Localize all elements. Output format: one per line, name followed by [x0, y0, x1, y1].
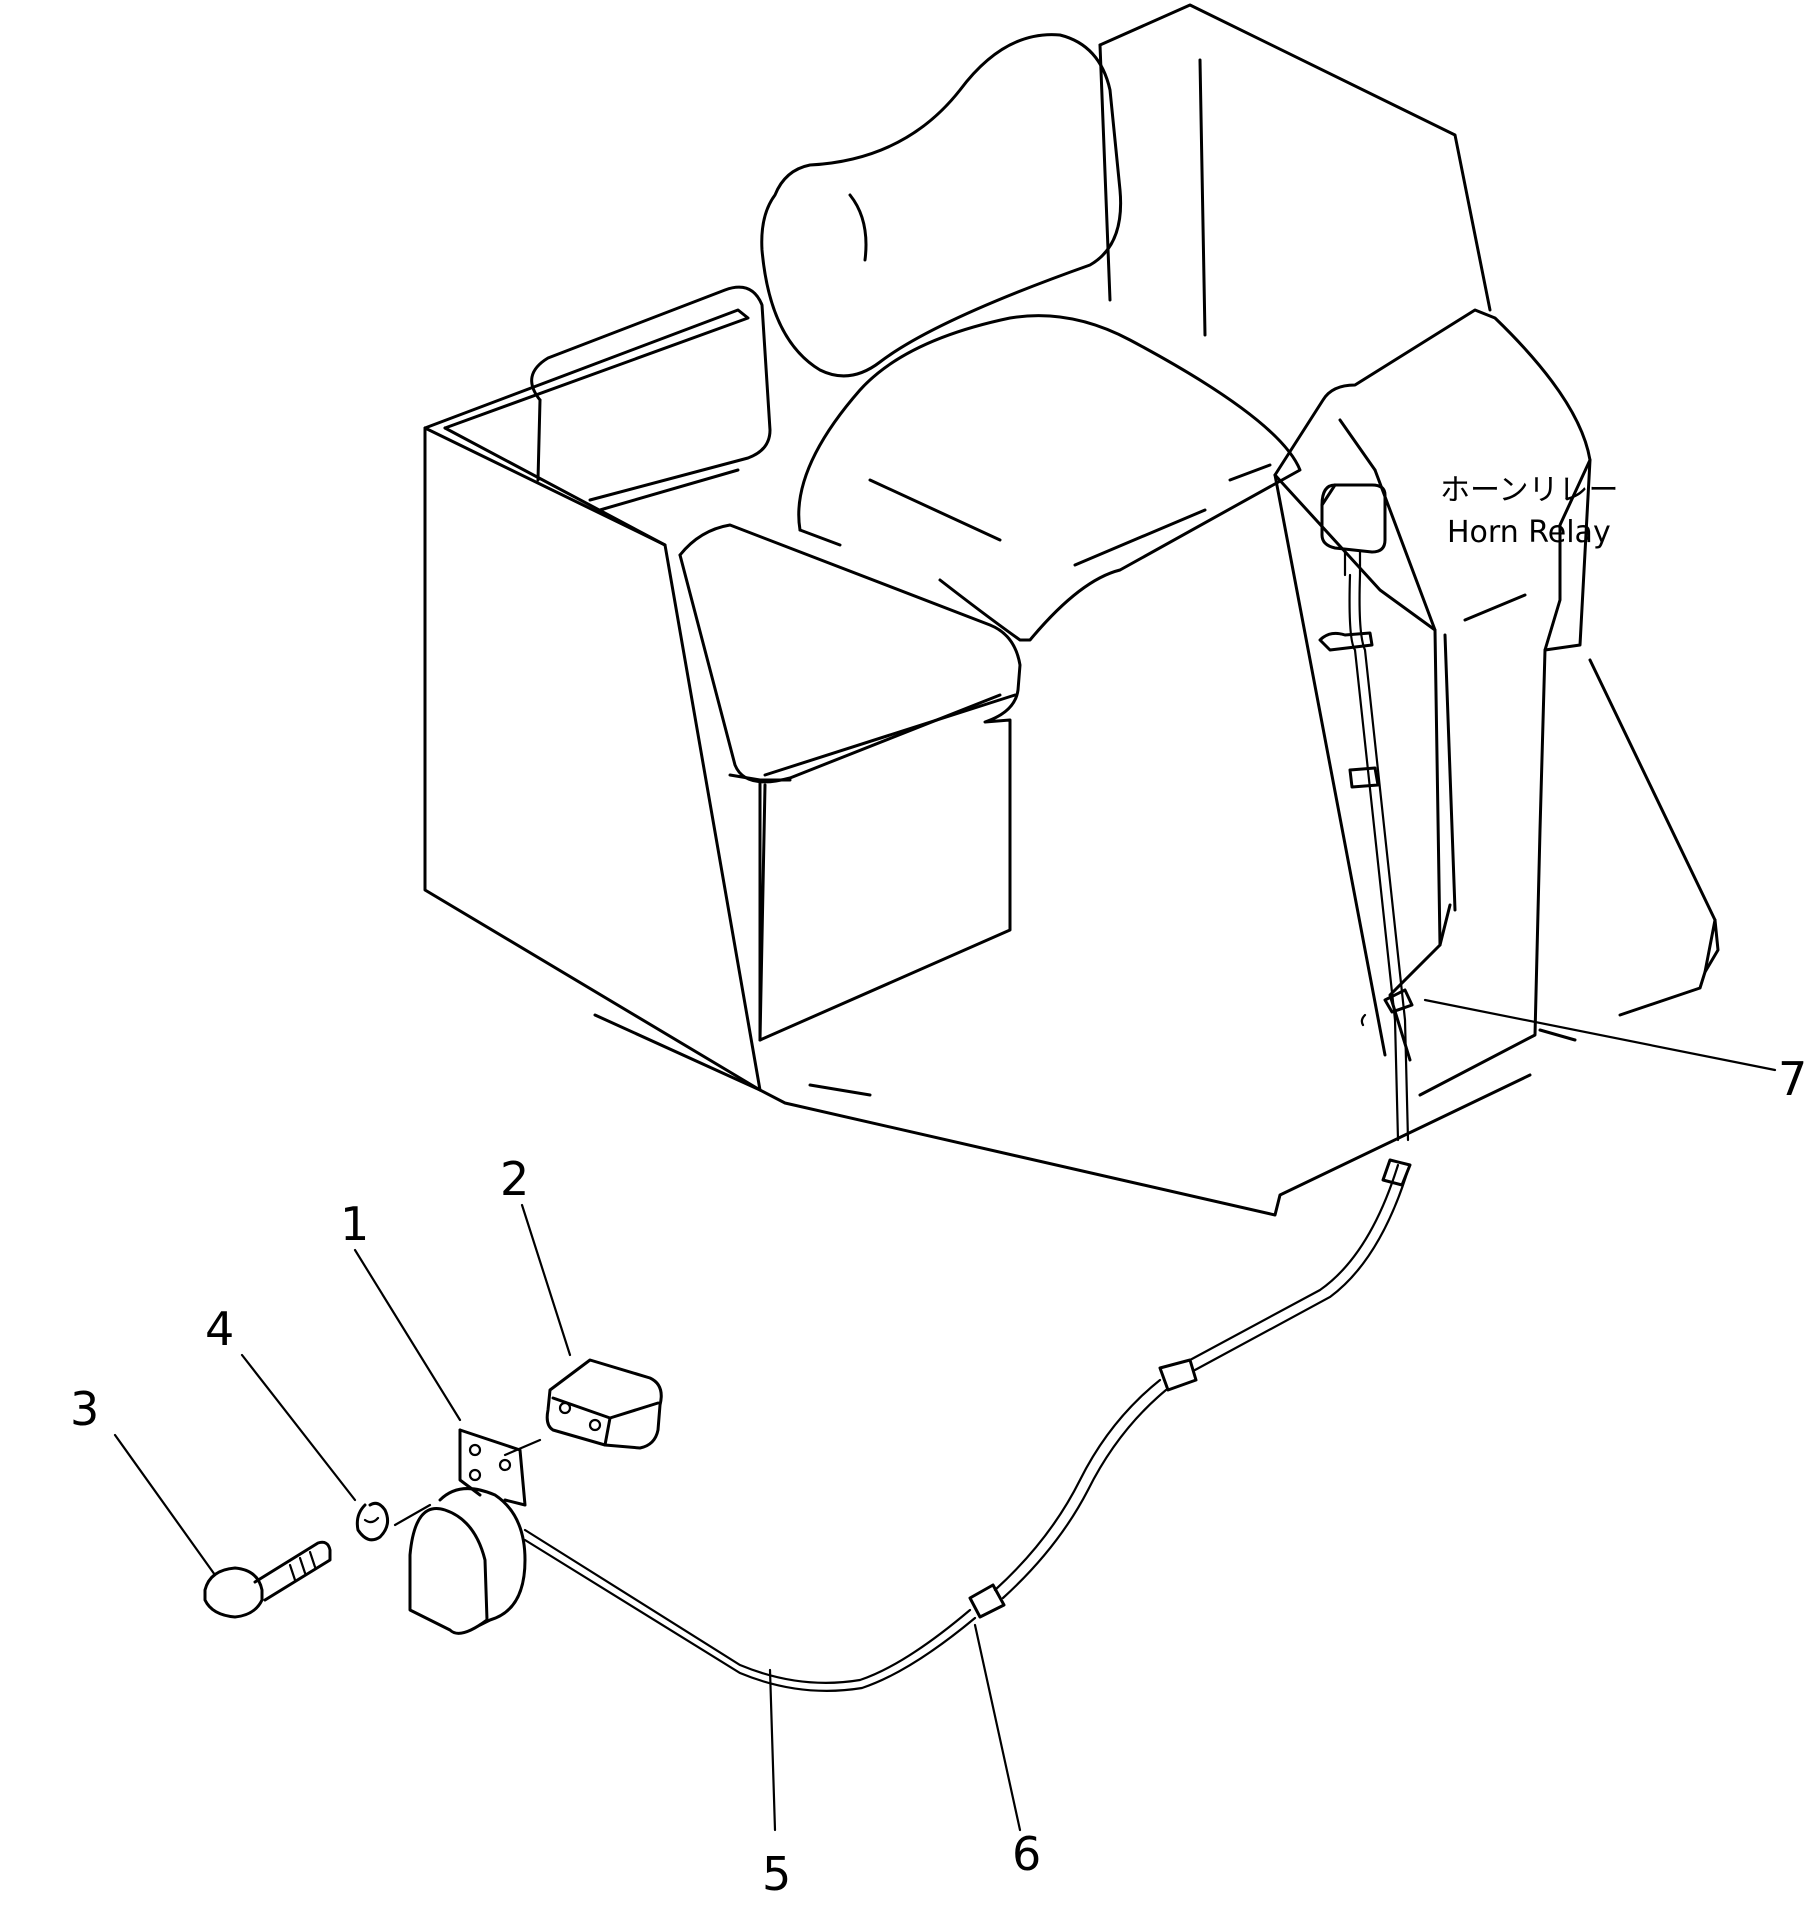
part-2-block: [545, 1358, 663, 1450]
bolt: [203, 1540, 332, 1619]
horn-relay-label-en: Horn Relay: [1447, 515, 1611, 550]
washer: [355, 1501, 390, 1542]
callout-4: 4: [205, 1302, 234, 1356]
callout-3: 3: [70, 1382, 99, 1436]
horn: [408, 1428, 527, 1635]
horn-relay-assembly: [523, 483, 1414, 1692]
assembly-lines: [393, 1438, 542, 1527]
callout-6: 6: [1012, 1827, 1041, 1881]
callout-5: 5: [762, 1847, 791, 1901]
callout-7: 7: [1778, 1052, 1807, 1106]
callout-1: 1: [340, 1197, 369, 1251]
horn-relay-label-ja: ホーンリレー: [1440, 473, 1619, 508]
seat-enclosure: [423, 3, 1720, 1217]
leader-lines: [113, 998, 1777, 1832]
callout-2: 2: [500, 1152, 529, 1206]
